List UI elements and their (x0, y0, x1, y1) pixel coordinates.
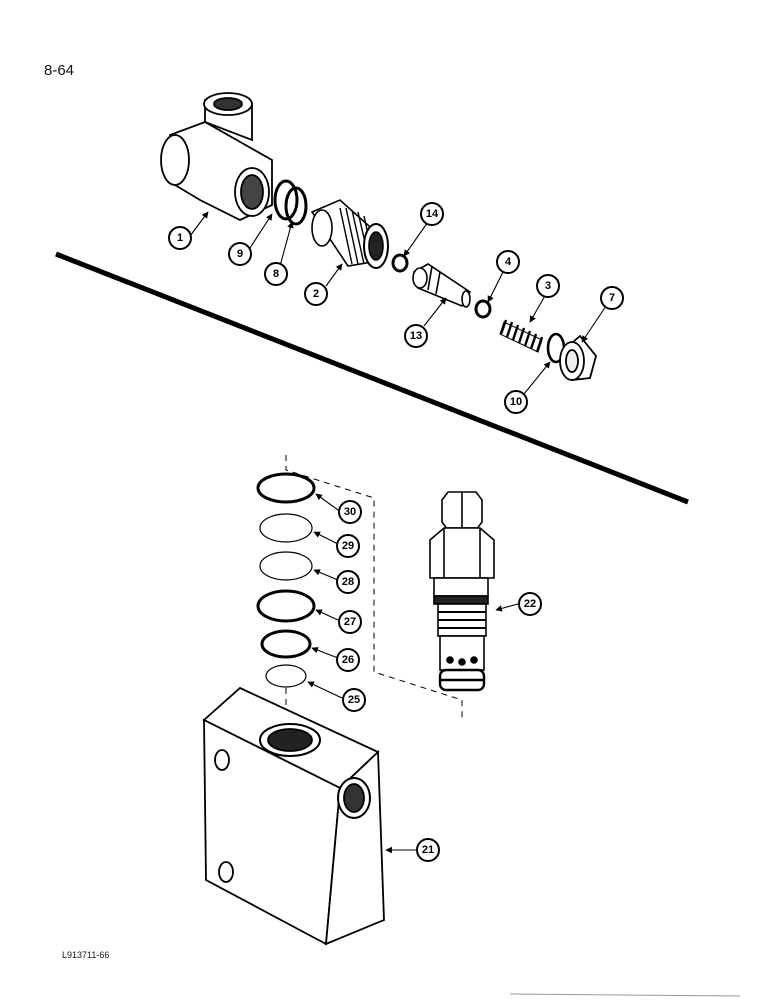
part-29-backup-ring (259, 513, 313, 543)
callout-29-label: 29 (342, 540, 354, 552)
callout-25: 25 (342, 688, 366, 712)
part-14-seal (391, 253, 409, 273)
part-26-o-ring (260, 629, 312, 659)
callout-10-label: 10 (510, 396, 522, 408)
callout-4-label: 4 (505, 256, 512, 268)
part-2-cartridge-body (310, 199, 389, 269)
callout-27-label: 27 (344, 616, 356, 628)
callout-13: 13 (404, 324, 428, 348)
callout-7-label: 7 (609, 292, 615, 304)
callout-29: 29 (336, 534, 360, 558)
callout-22: 22 (518, 592, 542, 616)
callout-30-label: 30 (344, 506, 356, 518)
part-1-valve-body (160, 92, 273, 221)
part-28-backup-ring (259, 551, 313, 581)
callout-4: 4 (496, 250, 520, 274)
callout-2: 2 (304, 282, 328, 306)
callout-30: 30 (338, 500, 362, 524)
part-3-spring (499, 319, 544, 353)
callout-21: 21 (416, 838, 440, 862)
callout-25-label: 25 (348, 694, 360, 706)
callout-14: 14 (420, 202, 444, 226)
callout-13-label: 13 (410, 330, 422, 342)
callout-28-label: 28 (342, 576, 354, 588)
callout-7: 7 (600, 286, 624, 310)
part-30-seal-ring (256, 472, 316, 504)
callout-3: 3 (536, 274, 560, 298)
part-8-backup-ring (284, 186, 308, 226)
callout-14-label: 14 (426, 208, 439, 220)
part-9-o-ring (273, 179, 299, 221)
part-25-backup-ring (265, 664, 307, 688)
callout-9: 9 (228, 242, 252, 266)
callout-21-label: 21 (422, 844, 434, 856)
callout-1-label: 1 (177, 232, 183, 244)
part-13-poppet (412, 263, 472, 308)
callout-3-label: 3 (545, 280, 551, 292)
part-7-plug (559, 334, 597, 381)
callout-2-label: 2 (313, 288, 319, 300)
callout-10: 10 (504, 390, 528, 414)
callout-8: 8 (264, 262, 288, 286)
callout-26-label: 26 (342, 654, 354, 666)
callout-26: 26 (336, 648, 360, 672)
alignment-dashed-line (285, 455, 463, 722)
part-27-o-ring (256, 589, 316, 623)
callout-8-label: 8 (273, 268, 279, 280)
callout-28: 28 (336, 570, 360, 594)
part-22-relief-cartridge (429, 491, 495, 692)
part-4-washer (474, 299, 492, 319)
scan-edge-line (509, 993, 741, 997)
callout-22-label: 22 (524, 598, 536, 610)
figure-code: L913711-66 (62, 950, 110, 960)
section-divider-line (55, 251, 689, 505)
page-number: 8-64 (44, 62, 75, 79)
part-21-manifold-block (202, 686, 385, 946)
callout-1: 1 (168, 226, 192, 250)
callout-9-label: 9 (237, 248, 243, 260)
callout-27: 27 (338, 610, 362, 634)
